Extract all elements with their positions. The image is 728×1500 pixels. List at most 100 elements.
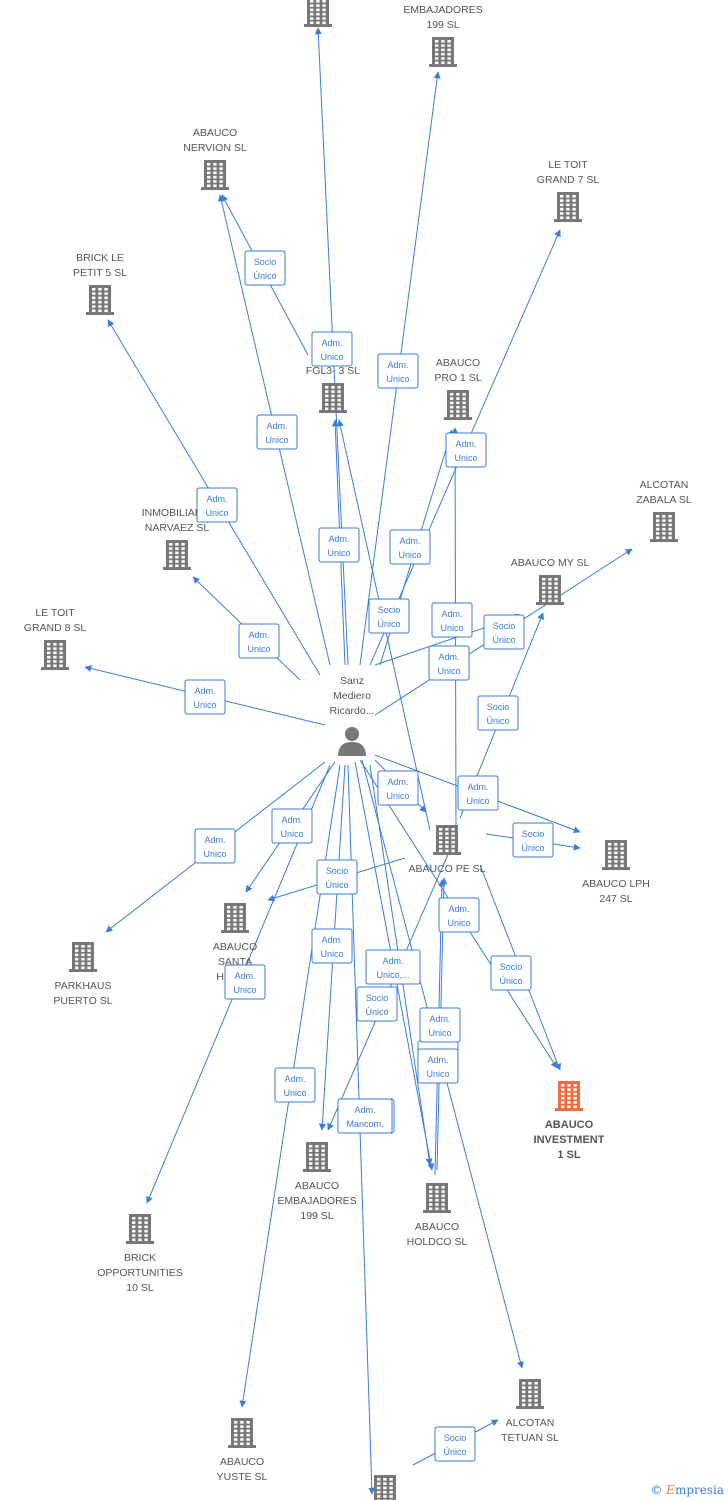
- badge-text: Adm.: [387, 777, 408, 787]
- person-node[interactable]: SanzMedieroRicardo...: [330, 675, 375, 756]
- relation-badge[interactable]: Adm.Unico: [377, 353, 419, 389]
- relation-badge[interactable]: Adm.Unico: [377, 770, 419, 806]
- badge-text: Socio: [522, 829, 545, 839]
- building-icon: [423, 1183, 451, 1213]
- company-label-line: ABAUCO: [436, 357, 480, 369]
- relation-badge[interactable]: Adm.Unico: [457, 775, 499, 811]
- badge-text: Adm.: [321, 338, 342, 348]
- company-node-nervion[interactable]: ABAUCO NERVION SL: [183, 127, 247, 190]
- relation-badge[interactable]: Adm.Unico: [431, 602, 473, 638]
- company-label-line: ABAUCO PE SL: [408, 863, 485, 875]
- company-label-line: PARKHAUS: [55, 980, 112, 992]
- badge-text: Adm.: [467, 782, 488, 792]
- relation-badge[interactable]: Adm.Unico: [196, 487, 238, 523]
- relation-badge[interactable]: Adm.Unico: [184, 679, 226, 715]
- badge-text: Adm.: [234, 971, 255, 981]
- building-icon: [536, 575, 564, 605]
- company-label-line: BRICK LE: [76, 252, 124, 264]
- relation-badge[interactable]: Adm.Unico: [271, 808, 313, 844]
- building-icon: [429, 37, 457, 67]
- company-node-bottom[interactable]: [371, 1475, 399, 1500]
- badge-text: Unico,...: [376, 970, 409, 980]
- relation-badge[interactable]: Adm.Unico: [318, 527, 360, 563]
- relation-badge[interactable]: Adm.Unico: [224, 964, 266, 1000]
- relation-badge[interactable]: Adm. Unico: [238, 623, 280, 659]
- badge-text: Adm.: [328, 534, 349, 544]
- badge-text: Adm.: [204, 835, 225, 845]
- badge-text: Adm.: [387, 360, 408, 370]
- badge-text: Único: [325, 880, 348, 890]
- company-node-top[interactable]: [304, 0, 332, 27]
- relation-badge[interactable]: Adm.Unico: [417, 1048, 459, 1084]
- badge-text: Socio: [254, 257, 277, 267]
- company-node-tetuan[interactable]: ALCOTAN TETUAN SL: [501, 1379, 559, 1444]
- badge-text: Único: [521, 843, 544, 853]
- focus-building-icon: [555, 1081, 583, 1111]
- building-icon: [86, 285, 114, 315]
- relation-badge[interactable]: Adm. Unico: [194, 828, 236, 864]
- badge-text: Socio: [493, 621, 516, 631]
- building-icon: [163, 540, 191, 570]
- company-label-line: ABAUCO: [193, 127, 237, 139]
- badge-text: Unico: [247, 644, 270, 654]
- badge-text: Adm.: [429, 1014, 450, 1024]
- relation-badge[interactable]: Adm. Unico,...: [365, 949, 421, 985]
- badge-text: Unico: [440, 623, 463, 633]
- company-label-line: LE TOIT: [35, 607, 75, 619]
- company-label-line: ABAUCO LPH: [582, 878, 650, 890]
- building-icon: [221, 903, 249, 933]
- badge-text: Adm.: [248, 630, 269, 640]
- person-label-line: Ricardo...: [330, 705, 375, 717]
- relation-badge[interactable]: Adm.Mancom.: [337, 1098, 393, 1134]
- badge-text: Adm.: [382, 956, 403, 966]
- relation-badge[interactable]: Adm.Unico: [311, 928, 353, 964]
- company-label-line: 10 SL: [126, 1282, 154, 1294]
- company-label-line: TETUAN SL: [501, 1432, 559, 1444]
- company-node-fgl[interactable]: FGL3- 3 SL: [306, 365, 360, 413]
- company-node-my[interactable]: ABAUCO MY SL: [511, 557, 590, 605]
- badge-text: Único: [443, 1447, 466, 1457]
- company-node-pe[interactable]: ABAUCO PE SL: [408, 825, 486, 875]
- relation-badge[interactable]: Adm.Unico: [445, 432, 487, 468]
- company-label-line: ABAUCO: [545, 1119, 594, 1131]
- badge-text: Adm.: [438, 652, 459, 662]
- empresia-watermark[interactable]: © Empresia: [650, 1483, 724, 1497]
- relation-badge[interactable]: Adm.Unico: [274, 1067, 316, 1103]
- company-label-line: GRAND 7 SL: [537, 174, 600, 186]
- relation-badge[interactable]: Adm.Unico: [256, 414, 298, 450]
- company-label-line: NERVION SL: [183, 142, 247, 154]
- company-label-line: ALCOTAN: [506, 1417, 555, 1429]
- relation-badge[interactable]: Adm.Unico: [419, 1007, 461, 1043]
- badge-text: Unico: [203, 849, 226, 859]
- relation-badge[interactable]: Adm.Unico: [428, 645, 470, 681]
- relation-badge[interactable]: Adm.Unico: [438, 897, 480, 933]
- relation-badge[interactable]: Adm.Unico: [311, 331, 353, 367]
- company-label-line: FGL3- 3 SL: [306, 365, 360, 377]
- badge-text: Unico: [426, 1069, 449, 1079]
- relation-badge[interactable]: Adm.Unico: [389, 529, 431, 565]
- person-label-line: Mediero: [333, 690, 371, 702]
